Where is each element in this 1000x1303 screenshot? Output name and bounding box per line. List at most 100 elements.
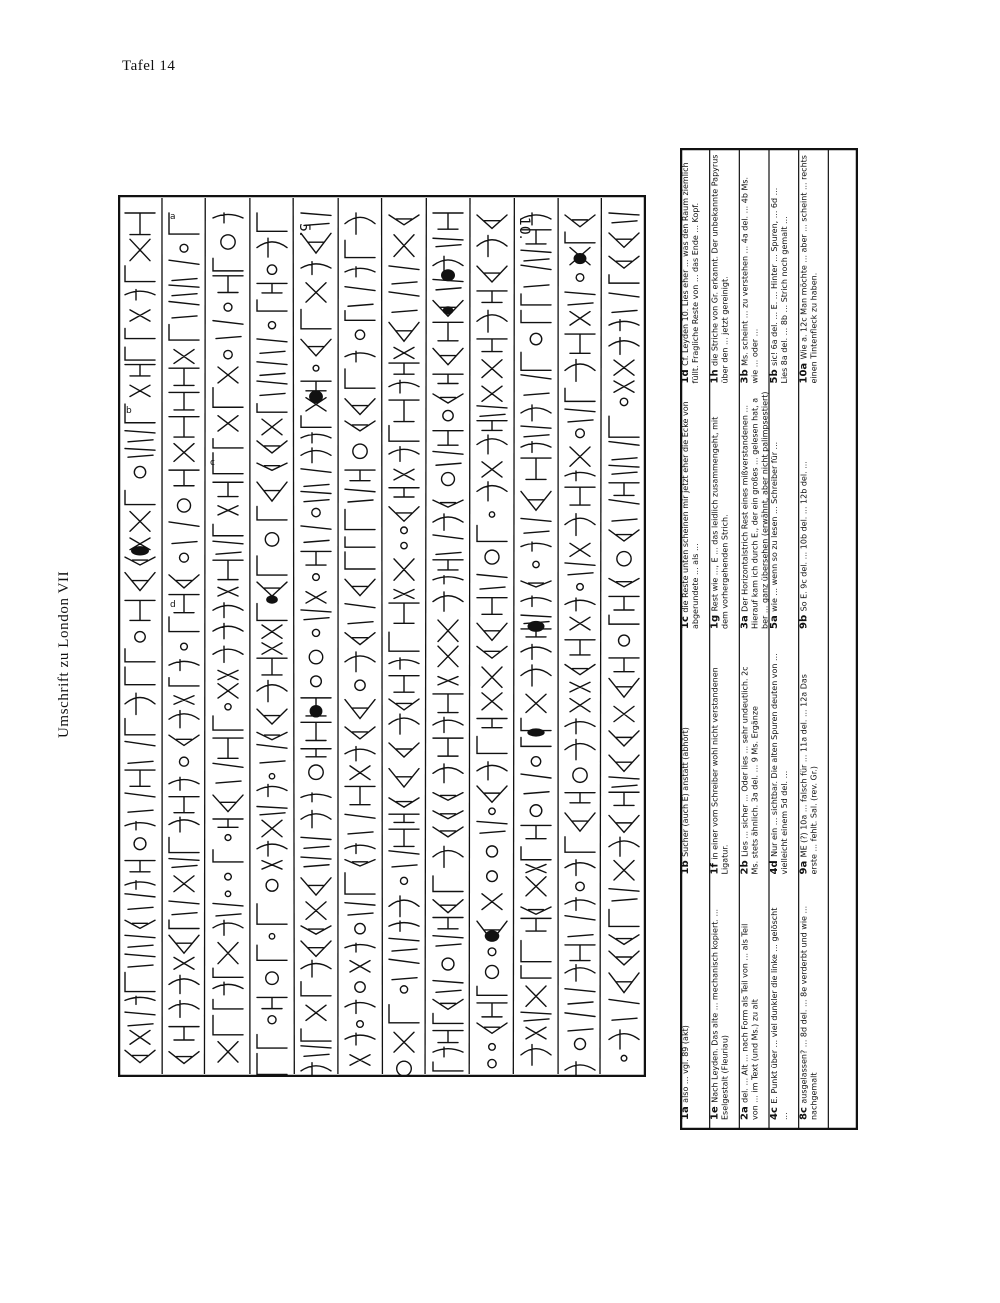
notes-text: 1a also ... vgl. 89 (akt) 1b Sucher (auch… xyxy=(680,155,819,1120)
filled-glyph xyxy=(309,704,323,718)
note-text: sic! 6a del. ... E. ... Hinter ... Spure… xyxy=(770,188,779,366)
note-letter-c: c xyxy=(210,458,215,468)
note-text-cont: Ms. stets ähnlich. 3a del. ... 9 Ms. Erg… xyxy=(750,706,759,875)
note-text: in einer vom Schreiber wohl nicht versta… xyxy=(711,667,720,859)
note-text: Lies ... sicher ... Oder lies ... sehr u… xyxy=(740,666,749,856)
note-line: 5b sic! 6a del. ... E. ... Hinter ... Sp… xyxy=(769,188,789,384)
transcription-columns xyxy=(161,197,603,1075)
note-text-cont: nachgemalt xyxy=(810,1073,819,1121)
note-number: 4d xyxy=(769,857,780,875)
note-line: 1d Cf. Leyden 10. Lies eher ... was den … xyxy=(680,162,700,383)
notes-box: 1a also ... vgl. 89 (akt) 1b Sucher (auch… xyxy=(680,148,858,1130)
note-text: E. Punkt über ... viel dunkler die linke… xyxy=(770,908,779,1104)
filled-glyph xyxy=(442,306,454,315)
hieroglyph-column-3 xyxy=(212,212,244,1063)
note-line: 10a Wie a. 12c Man möchte ... aber ... s… xyxy=(799,155,819,383)
note-line: 9a ME (?) 10a ... falsch für ... 11a del… xyxy=(799,674,819,875)
line-marker-10: 10. xyxy=(516,217,532,239)
filled-glyph xyxy=(573,252,587,265)
note-text: Nur ein ... sichtbar. Die alten Spuren d… xyxy=(770,653,779,857)
note-letter-d: d xyxy=(170,600,176,610)
note-text-cont: abgerundete ... als ... xyxy=(691,543,700,629)
note-number: 4c xyxy=(769,1104,780,1120)
note-line: 1f in einer vom Schreiber wohl nicht ver… xyxy=(710,667,730,874)
note-text-cont: einen Tintenfleck zu haben. xyxy=(810,273,819,384)
note-number: 10a xyxy=(799,359,810,383)
note-text: die Reste unten scheinen mir jetzt eher … xyxy=(681,401,690,612)
note-line: 5a wie ... wenn so zu lesen ... Schreibe… xyxy=(769,442,780,629)
note-text: So E. 9c del. ... 10b del. ... 12b del. … xyxy=(800,461,809,611)
note-number: 1g xyxy=(710,611,721,629)
note-text-cont: Lies 8a del. ... 8b ... Strich noch gema… xyxy=(780,216,789,383)
notes-dividers xyxy=(709,150,829,1128)
note-text: ME (?) 10a ... falsch für ... 11a del. .… xyxy=(800,674,809,857)
note-line: 1b Sucher (auch E) anstatt (abhört) xyxy=(680,727,691,874)
filled-glyph xyxy=(527,728,545,737)
column-separator xyxy=(424,197,427,1075)
hieroglyph-column-2 xyxy=(168,212,200,1065)
column-separator xyxy=(292,197,295,1075)
note-text-cont: Hierauf kam ich durch E., der ein großes… xyxy=(750,398,759,629)
hieroglyph-column-7 xyxy=(388,214,420,1077)
transcription-table: 5. 10. a b c d xyxy=(118,195,646,1077)
hieroglyph-column-6 xyxy=(344,212,376,1066)
note-number: 1e xyxy=(710,1103,721,1120)
note-text: Ms. scheint ... zu verstehen ... 4a del.… xyxy=(740,177,749,366)
note-text-cont: wie ... oder ... xyxy=(750,329,759,384)
column-separator xyxy=(468,197,471,1075)
note-line: 1h die Striche von Gr. erkannt. Der unbe… xyxy=(710,155,730,384)
plate-label: Tafel 14 xyxy=(122,58,176,74)
side-title: Umschrift zu London VII xyxy=(56,570,72,738)
note-text-cont: von ... im Text (und Ms.) zu alt xyxy=(750,999,759,1120)
note-text-cont: Ligatur. xyxy=(721,845,730,875)
filled-glyph xyxy=(484,930,500,942)
note-line: 1e Nach Leyden. Das alte ... mechanisch … xyxy=(710,909,730,1120)
hieroglyph-column-12 xyxy=(608,212,640,1062)
note-number: 3a xyxy=(739,612,750,629)
note-number: 1c xyxy=(680,613,691,629)
filled-glyph xyxy=(441,269,455,282)
note-text: Sucher (auch E) anstatt (abhört) xyxy=(681,727,690,857)
hieroglyph-column-10 xyxy=(520,212,552,1066)
note-line: 8c ausgelassen? ... 8d del. ... 8e verde… xyxy=(799,906,819,1120)
column-separator xyxy=(203,197,206,1075)
note-text: Cf. Leyden 10. Lies eher ... was den Rau… xyxy=(681,162,690,366)
hieroglyph-column-5 xyxy=(300,212,332,1077)
note-number: 2a xyxy=(739,1103,750,1120)
note-number: 5b xyxy=(769,366,780,384)
note-letter-a: a xyxy=(170,212,176,222)
line-marker-5: 5. xyxy=(296,223,312,236)
filled-glyph xyxy=(131,546,149,556)
note-number: 1b xyxy=(680,857,691,875)
note-text: also ... vgl. 89 (akt) xyxy=(681,1025,690,1103)
column-separator xyxy=(512,197,515,1075)
note-text: die Striche von Gr. erkannt. Der unbekan… xyxy=(711,155,720,366)
hieroglyph-column-9 xyxy=(476,214,508,1069)
transcription-frame xyxy=(118,195,646,1077)
note-line: 4d Nur ein ... sichtbar. Die alten Spure… xyxy=(769,653,789,874)
note-number: 1f xyxy=(710,860,721,875)
column-separator xyxy=(599,197,603,1075)
note-text-cont: ... xyxy=(780,1112,789,1120)
notes-frame xyxy=(680,148,858,1130)
note-number: 9a xyxy=(799,857,810,874)
note-text-cont: erste ... fehlt. Sal. (rev. Gr.) xyxy=(810,766,819,874)
column-separator xyxy=(380,197,384,1075)
hieroglyph-column-4 xyxy=(256,212,288,1076)
note-text-cont: füllt. Fragliche Reste von ... das Ende … xyxy=(691,203,700,384)
note-text-cont: Eselgestalt (Fleuriau) xyxy=(721,1035,730,1120)
filled-glyph xyxy=(309,390,323,404)
filled-glyph xyxy=(266,595,278,604)
note-number: 2b xyxy=(739,857,750,875)
note-line: 2a del. ... Alt ... nach Form als Teil v… xyxy=(739,924,759,1120)
note-text-cont: vielleicht einem 5d del. ... xyxy=(780,771,789,875)
transcription-glyphs xyxy=(124,212,640,1077)
note-line: 4c E. Punkt über ... viel dunkler die li… xyxy=(769,908,789,1120)
note-text-cont: über den ... jetzt gereinigt. xyxy=(721,276,730,383)
hieroglyph-column-8 xyxy=(432,212,464,1072)
note-text-cont: ber ... ganz übersehen (erwähnt, aber ni… xyxy=(760,391,769,629)
note-number: 1a xyxy=(680,1103,691,1120)
note-text: Rest wie ..., E ... das leidlich zusamme… xyxy=(711,417,720,612)
note-number: 1h xyxy=(710,366,721,384)
note-number: 3b xyxy=(739,366,750,384)
